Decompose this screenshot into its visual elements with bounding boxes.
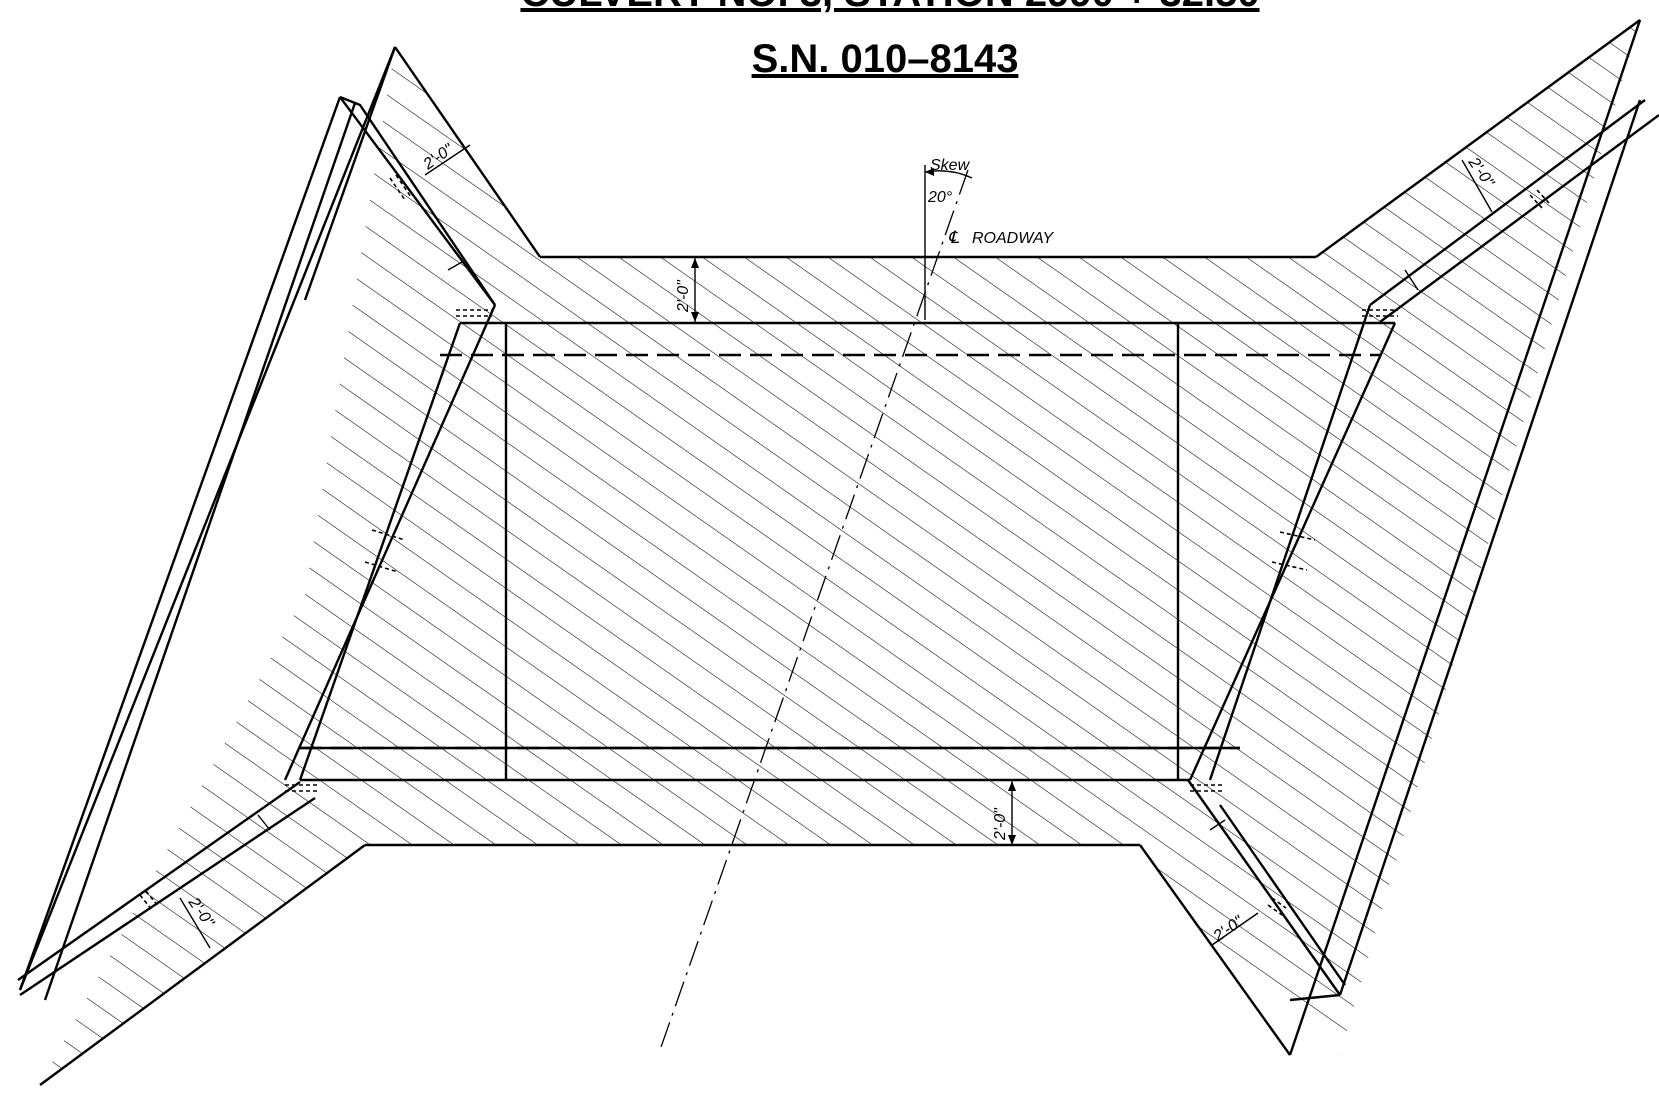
skew-label: Skew (930, 157, 971, 174)
drawing-title: CULVERT NO. 3, STATION 2990 + 32.50 (520, 0, 1259, 15)
dimension-top-wall-text: 2'-0" (675, 279, 692, 313)
drawing-subtitle: S.N. 010–8143 (752, 37, 1019, 81)
skew-angle: 20° (927, 189, 953, 206)
wing-lower-right (1139, 99, 1642, 1056)
dimension-bottom-wall: 2'-0" (992, 781, 1016, 845)
wing-upper-left (18, 46, 541, 1001)
roadway-centerline: Skew 20° ℄ ROADWAY (659, 157, 1055, 1051)
roadway-label: ROADWAY (972, 230, 1055, 247)
hatched-concrete (40, 20, 1640, 1085)
wing-lower-left (17, 781, 366, 1086)
culvert-barrel (18, 19, 1642, 1056)
wing-upper-right (1315, 19, 1659, 323)
dimension-bottom-wall-text: 2'-0" (992, 807, 1009, 841)
dimension-top-wall: 2'-0" (675, 258, 699, 322)
centerline-symbol: ℄ (948, 228, 960, 247)
